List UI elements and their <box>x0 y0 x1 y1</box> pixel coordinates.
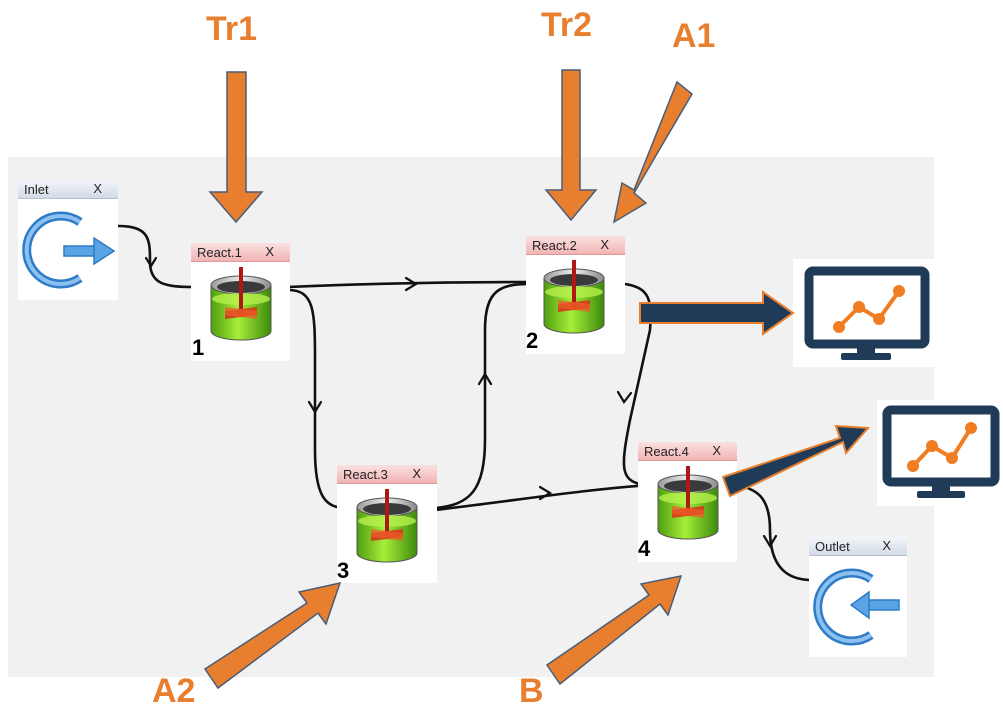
stream-r1-to-r3-chevron <box>307 400 323 415</box>
stream-r3-to-r2-chevron <box>477 371 493 386</box>
output-arrow-r4-monitor <box>721 424 871 498</box>
stream-r2-to-r4 <box>622 282 652 487</box>
output-arrow-r2-monitor <box>639 290 795 336</box>
reactor-4-number: 4 <box>638 536 651 561</box>
reactor-2-title: React.2 <box>532 237 577 253</box>
reactor-3-close-button[interactable]: X <box>412 466 421 481</box>
reactor-1-close-button[interactable]: X <box>265 244 274 259</box>
stirred-tank-reactor-icon <box>351 489 423 570</box>
feed-label-b: B <box>519 672 544 710</box>
outlet-title: Outlet <box>815 538 850 554</box>
monitor-chart-icon <box>804 266 930 360</box>
feed-label-a1: A1 <box>672 17 716 55</box>
stream-r3-to-r4-chevron <box>538 485 553 501</box>
monitor-1[interactable] <box>793 259 937 367</box>
reactor-1-node[interactable]: React.1 X 1 <box>191 243 290 361</box>
stream-r2-to-r4-chevron <box>616 390 633 404</box>
reactor-4-node[interactable]: React.4 X 4 <box>638 442 737 562</box>
feed-arrow-tr1 <box>208 71 264 224</box>
feed-arrow-b <box>545 575 683 686</box>
monitor-2[interactable] <box>877 400 1003 506</box>
stirred-tank-reactor-icon <box>652 466 724 547</box>
stream-r1-to-r2 <box>286 280 532 289</box>
stream-r3-to-r4 <box>433 483 652 512</box>
feed-label-a2: A2 <box>152 672 196 710</box>
feed-label-tr1: Tr1 <box>206 10 258 48</box>
stirred-tank-reactor-icon <box>538 260 610 341</box>
inlet-close-button[interactable]: X <box>93 181 102 196</box>
reactor-1-number: 1 <box>192 335 205 360</box>
outlet-node[interactable]: Outlet X <box>809 537 907 657</box>
stream-r1-to-r3 <box>286 288 347 510</box>
inlet-node[interactable]: Inlet X <box>18 180 118 300</box>
stream-r4-to-outlet-chevron <box>762 534 778 549</box>
stream-inlet-to-r1-chevron <box>144 256 158 269</box>
reactor-2-number: 2 <box>526 328 539 353</box>
monitor-chart-icon <box>882 405 1000 498</box>
reactor-3-tab: React.3 X <box>337 465 437 484</box>
reactor-1-tab: React.1 X <box>191 243 290 262</box>
reactor-1-title: React.1 <box>197 244 242 260</box>
outlet-close-button[interactable]: X <box>882 538 891 553</box>
feed-arrow-a1 <box>612 80 693 224</box>
reactor-3-title: React.3 <box>343 466 388 482</box>
reactor-2-close-button[interactable]: X <box>600 237 609 252</box>
reactor-4-title: React.4 <box>644 443 689 459</box>
stream-inlet-to-r1 <box>116 224 195 289</box>
inlet-circle-arrow-icon <box>22 211 116 289</box>
flowsheet-background <box>8 157 934 677</box>
reactor-4-close-button[interactable]: X <box>712 443 721 458</box>
outlet-circle-arrow-icon <box>813 568 900 646</box>
reactor-4-tab: React.4 X <box>638 442 737 461</box>
stream-r3-to-r2 <box>433 282 532 510</box>
feed-arrow-a2 <box>203 581 342 690</box>
reactor-2-tab: React.2 X <box>526 236 625 255</box>
feed-arrow-tr2 <box>544 69 598 222</box>
inlet-tab: Inlet X <box>18 180 118 199</box>
feed-label-tr2: Tr2 <box>541 6 593 44</box>
outlet-tab: Outlet X <box>809 537 907 556</box>
reactor-3-node[interactable]: React.3 X 3 <box>337 465 437 583</box>
inlet-title: Inlet <box>24 181 49 197</box>
stirred-tank-reactor-icon <box>205 267 277 348</box>
reactor-3-number: 3 <box>337 558 350 583</box>
reactor-2-node[interactable]: React.2 X 2 <box>526 236 625 354</box>
stream-r1-to-r2-chevron <box>404 276 419 292</box>
